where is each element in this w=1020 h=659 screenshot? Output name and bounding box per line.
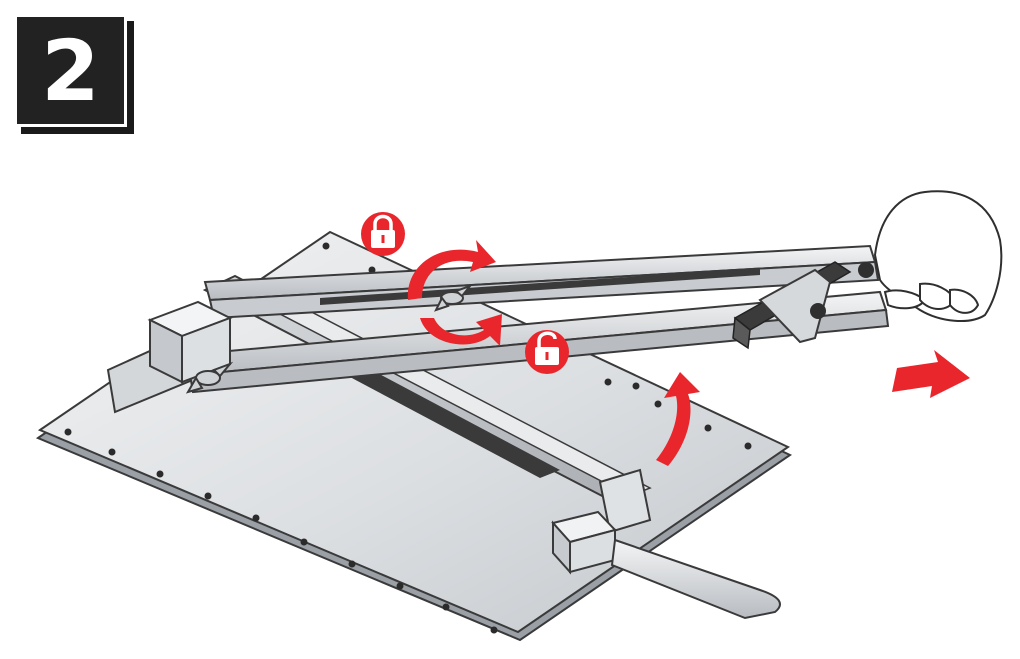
padlock-closed-icon: [361, 212, 405, 256]
end-block-rear: [147, 300, 233, 384]
slide-arm-upper[interactable]: [203, 244, 880, 320]
carriage-clip[interactable]: [732, 261, 981, 350]
step-badge-face: 2: [14, 14, 127, 127]
hand-illustration: [873, 190, 1003, 322]
wing-nut-left[interactable]: [185, 361, 234, 394]
step-number-badge: 2: [14, 14, 134, 134]
step-number: 2: [41, 21, 100, 120]
padlock-open-icon: [525, 330, 569, 374]
right-arrow-icon: [892, 350, 970, 398]
end-block-front: [551, 510, 617, 575]
curved-up-arrow-icon: [656, 372, 700, 466]
wing-nut-center[interactable]: [434, 283, 473, 312]
mounting-holes: [64, 242, 752, 634]
pull-handle[interactable]: [610, 538, 781, 620]
rotate-lock-arrow-icon: [407, 240, 496, 300]
guide-rail: [202, 274, 652, 534]
rotate-unlock-arrow-icon: [420, 314, 502, 346]
